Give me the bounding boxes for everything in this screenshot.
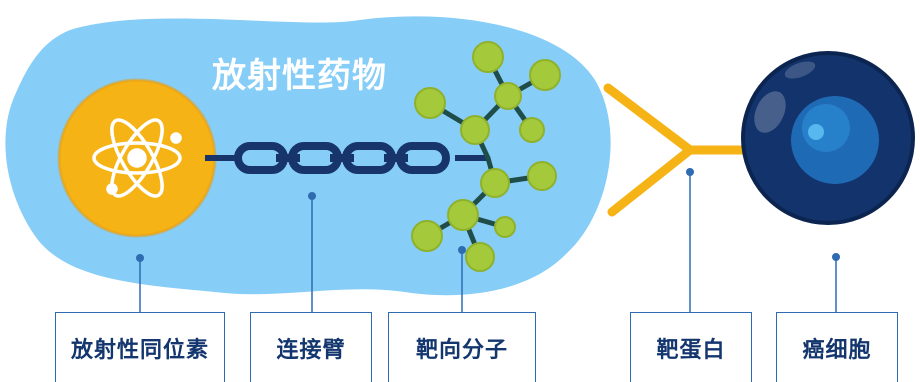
label-linker: 连接臂: [250, 312, 372, 382]
leader-dots: [136, 168, 840, 262]
cancer-cell: [741, 51, 915, 225]
atom-icon: [92, 118, 182, 198]
label-radioactive-isotope: 放射性同位素: [55, 312, 225, 382]
targeting-molecule: [411, 41, 561, 272]
leader-lines: [139, 172, 837, 312]
label-target-protein: 靶蛋白: [630, 312, 752, 382]
linker-chain: [205, 142, 488, 174]
diagram-title: 放射性药物: [212, 56, 387, 96]
radioactive-isotope: [57, 78, 217, 238]
target-protein-receptor: [603, 83, 765, 217]
label-targeting-molecule: 靶向分子: [388, 312, 536, 382]
label-cancer-cell: 癌细胞: [776, 312, 898, 382]
